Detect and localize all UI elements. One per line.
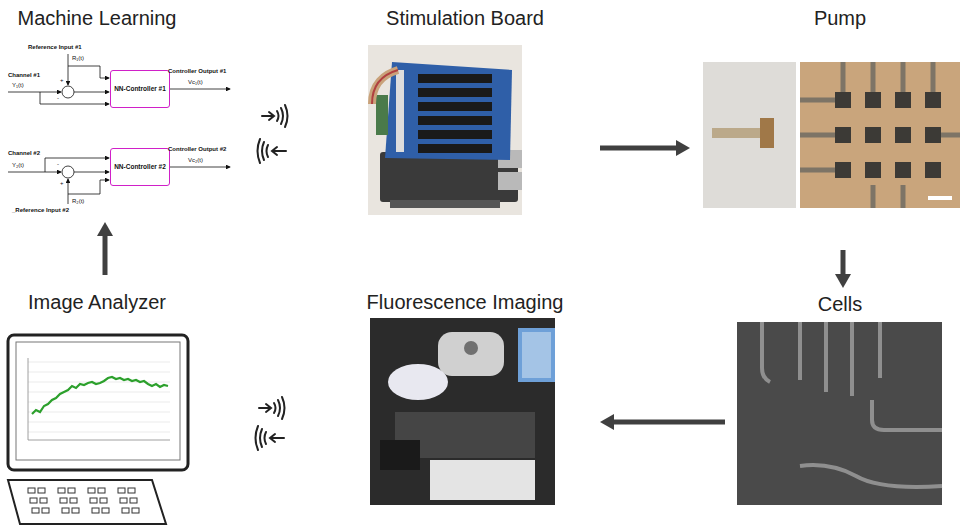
signal-label: Vc₂(t) xyxy=(188,157,203,164)
microscope-photo xyxy=(370,318,555,505)
signal-label: R₁(t) xyxy=(72,55,84,62)
panel-title: Machine Learning xyxy=(18,6,177,30)
arrow-head xyxy=(97,222,113,236)
arrow-shaft xyxy=(600,146,678,151)
panel-title: Stimulation Board xyxy=(386,6,544,30)
signal-label: R₂(t) xyxy=(72,198,84,205)
arrow-shaft xyxy=(612,420,725,425)
panel-title: Image Analyzer xyxy=(28,290,166,314)
flow-arrow xyxy=(97,222,113,275)
controller-box: NN-Controller #2 xyxy=(110,148,170,186)
controller-wiring xyxy=(8,54,230,204)
panel: Image Analyzer xyxy=(0,275,240,527)
panel-title: Fluorescence Imaging xyxy=(367,290,564,314)
arrow-shaft xyxy=(841,250,846,276)
signal-label: - xyxy=(57,95,59,102)
arrow-shaft xyxy=(103,234,108,275)
wireless-symbol xyxy=(256,397,285,450)
arrow-head xyxy=(676,140,690,156)
panel: Pump xyxy=(690,0,962,250)
flow-arrow xyxy=(600,414,725,430)
signal-label: + xyxy=(60,77,64,84)
signal-label: Channel #2 xyxy=(8,150,40,157)
signal-label: Y₁(t) xyxy=(12,82,24,89)
signal-label: + xyxy=(60,180,64,187)
wireless-symbol xyxy=(258,105,288,163)
panel: Cells xyxy=(725,288,960,523)
signal-label: - xyxy=(57,161,59,168)
signal-label: Channel #1 xyxy=(8,72,40,79)
arrow-head xyxy=(835,274,851,288)
flow-arrow xyxy=(835,250,851,288)
controller-name: NN-Controller #2 xyxy=(114,163,166,171)
pump-photo xyxy=(703,62,960,208)
arrow-head xyxy=(600,414,614,430)
signal-label: _Reference Input #2 xyxy=(12,207,69,214)
signal-label: Y₂(t) xyxy=(12,162,24,169)
signal-label: Controller Output #1 xyxy=(168,68,226,75)
flow-arrow xyxy=(600,140,690,156)
panel: Machine LearningNN-Controller #1 NN-Contr… xyxy=(0,0,240,222)
signal-label: Reference Input #1 xyxy=(28,44,82,51)
signal-label: Vc₁(t) xyxy=(188,79,203,86)
stimulation-board-photo xyxy=(368,45,522,215)
panel: Stimulation Board xyxy=(330,0,600,225)
panel-title: Pump xyxy=(814,6,866,30)
cells-image xyxy=(737,322,942,505)
controller-name: NN-Controller #1 xyxy=(114,85,166,93)
computer-monitor xyxy=(8,335,188,524)
controller-box: NN-Controller #1 xyxy=(110,70,170,108)
panel-title: Cells xyxy=(818,292,862,316)
panel: Fluorescence Imaging xyxy=(330,288,600,523)
signal-label: Controller Output #2 xyxy=(168,146,226,153)
